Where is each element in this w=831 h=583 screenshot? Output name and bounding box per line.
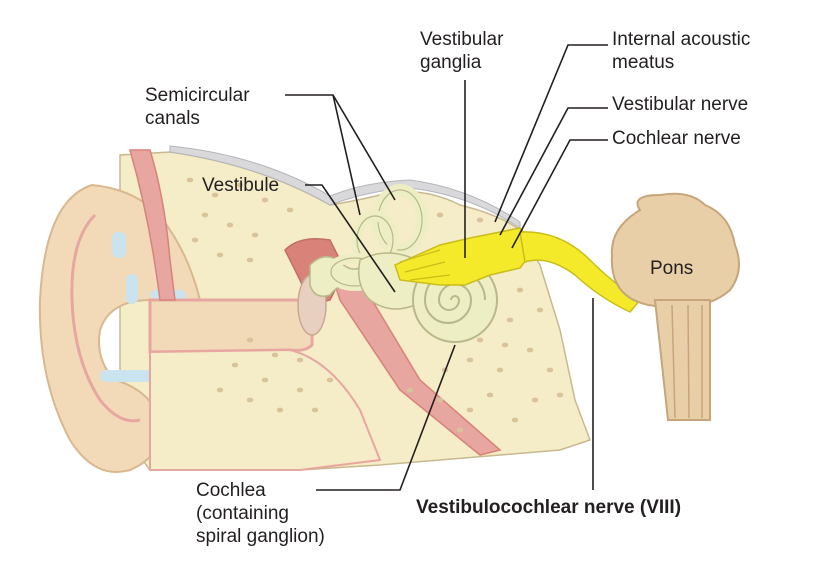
bone-spot (526, 347, 534, 353)
bone-spot (276, 407, 284, 413)
medulla (653, 299, 711, 421)
leader-vestibular-nerve (499, 107, 608, 236)
bone-spot (466, 357, 474, 363)
label-vestibulocochlear-nerve: Vestibulocochlear nerve (VIII) (416, 497, 682, 518)
bone-spot (246, 257, 254, 263)
bone-spot (226, 222, 234, 228)
bone-spot (246, 397, 254, 403)
bone-spot (476, 337, 484, 343)
bone-spot (326, 377, 334, 383)
nerve-fibers (399, 249, 451, 281)
leader-internal-acoustic-meatus (494, 44, 608, 223)
vestibulocochlear-nerve (519, 231, 642, 313)
leader-cochlea (316, 344, 456, 491)
leader-vestibule (305, 184, 396, 293)
bone-spot (436, 397, 444, 403)
bone-spot (311, 407, 319, 413)
fluid-blob (126, 274, 138, 304)
bone-spot (216, 252, 224, 258)
bone-spot (506, 317, 514, 323)
bone-spot (556, 392, 564, 398)
bone-spot (516, 287, 524, 293)
fluid-blob (112, 232, 126, 258)
label-vestibular-ganglia: Vestibular ganglia (420, 29, 504, 73)
fluid-blob (100, 370, 160, 382)
bone-spot (236, 182, 244, 188)
bone-spot (456, 427, 464, 433)
bone-spot (531, 397, 539, 403)
label-semicircular-canals: Semicircular canals (145, 85, 250, 129)
bone-spot (296, 357, 304, 363)
label-cochlear-nerve: Cochlear nerve (612, 128, 741, 149)
bone-spot (496, 367, 504, 373)
bone-spot (231, 362, 239, 368)
label-cochlea: Cochlea (containing spiral ganglion) (196, 480, 325, 547)
bone-spot (246, 337, 254, 343)
bone-spot (486, 392, 494, 398)
bone-spot (271, 352, 279, 358)
auricle-inner-fold (70, 213, 141, 423)
bone-spot (436, 212, 444, 218)
medulla-fissure (671, 304, 703, 419)
bone-spot (296, 387, 304, 393)
bone-spot (406, 387, 414, 393)
bone-spot (501, 342, 509, 348)
bone-spot (201, 212, 209, 218)
auditory-tube (129, 149, 176, 301)
label-internal-acoustic-meatus: Internal acoustic meatus (612, 29, 751, 73)
bone-spot (216, 387, 224, 393)
bone-spot (466, 407, 474, 413)
ear-canal (148, 298, 314, 354)
bone-spot (211, 192, 219, 198)
leader-lines (285, 44, 608, 491)
bone-spot (286, 207, 294, 213)
leader-cochlear-nerve (511, 139, 608, 249)
bone-spot (251, 232, 259, 238)
pons (610, 192, 740, 308)
bone-spot (546, 367, 554, 373)
leader-semicircular-canals (285, 94, 396, 216)
bone-spot (186, 177, 194, 183)
bone-spot (476, 217, 484, 223)
label-pons: Pons (650, 258, 694, 279)
label-vestibular-nerve: Vestibular nerve (612, 94, 749, 115)
label-vestibule: Vestibule (202, 175, 280, 196)
bone-spot (536, 307, 544, 313)
bone-spot (511, 417, 519, 423)
bone-spot (261, 377, 269, 383)
bone-spot (191, 237, 199, 243)
lower-skin (149, 348, 382, 471)
bone-spot (261, 197, 269, 203)
